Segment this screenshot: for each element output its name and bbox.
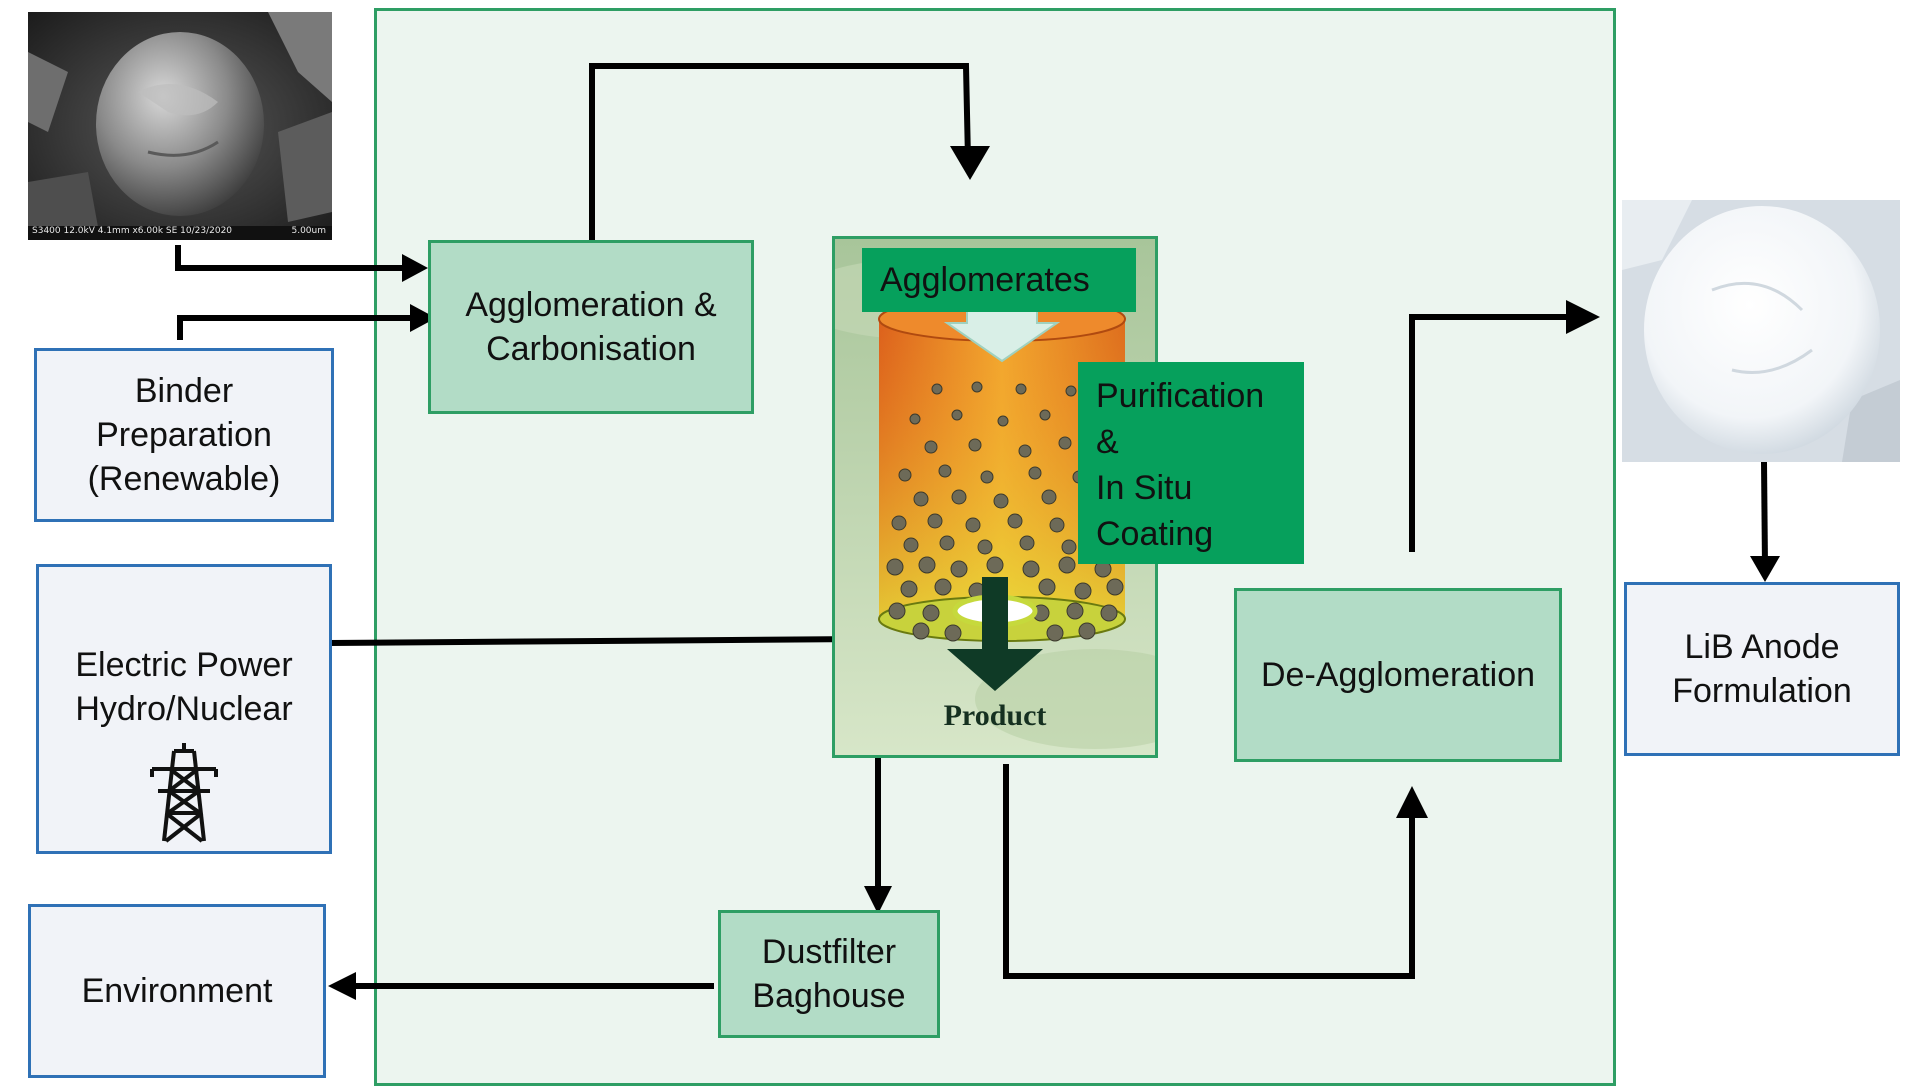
lib-label-line-1: LiB Anode [1684, 627, 1840, 666]
sem-caption: S3400 12.0kV 4.1mm x6.00k SE 10/23/2020 [32, 226, 233, 236]
purification-coating-label: Purification & In Situ Coating [1078, 362, 1304, 564]
dustfilter-line-1: Dustfilter [761, 932, 897, 971]
binder-preparation-box: Binder Preparation (Renewable) [34, 348, 334, 522]
agglomeration-label-line-2: Carbonisation [486, 330, 696, 368]
arrow-reactor-to-deagglomeration [1003, 764, 1415, 979]
binder-label-line-2: Preparation [96, 415, 272, 454]
lib-anode-formulation-box: LiB Anode Formulation [1624, 582, 1900, 756]
arrow-binder-to-agglomeration [177, 315, 420, 340]
power-label-line-2: Hydro/Nuclear [75, 690, 293, 729]
environment-box: Environment [28, 904, 326, 1078]
sem-image-raw-material: S3400 12.0kV 4.1mm x6.00k SE 10/23/2020 … [28, 12, 332, 240]
dustfilter-baghouse-box: Dustfilter Baghouse [718, 910, 940, 1038]
agglomerates-label: Agglomerates [862, 248, 1136, 312]
binder-label-line-1: Binder [134, 371, 234, 410]
agglomeration-label-line-1: Agglomeration & [465, 285, 717, 324]
purification-line-1: Purification [1096, 377, 1265, 415]
sem-image-coated-particle [1622, 200, 1900, 462]
binder-label-line-3: (Renewable) [87, 460, 281, 499]
dustfilter-line-2: Baghouse [752, 977, 906, 1015]
sem-scale-label: 5.00um [291, 226, 326, 236]
deagglomeration-label: De-Agglomeration [1260, 655, 1536, 694]
lib-label-line-2: Formulation [1672, 672, 1852, 710]
purification-line-4: Coating [1096, 514, 1214, 553]
arrow-sem-to-agglomeration [175, 245, 412, 271]
arrow-particle-to-lib [1761, 461, 1768, 567]
agglomeration-carbonisation-box: Agglomeration & Carbonisation [428, 240, 754, 414]
power-tower-icon [150, 743, 218, 843]
arrow-deagglomeration-to-output [1409, 314, 1582, 552]
arrow-agglomeration-to-reactor [589, 63, 971, 240]
reactor-product-label: Product [943, 699, 1047, 732]
purification-line-2: & [1096, 422, 1119, 461]
arrow-power-to-reactor [329, 636, 865, 646]
purification-line-3: In Situ [1096, 468, 1193, 507]
deagglomeration-box: De-Agglomeration [1234, 588, 1562, 762]
environment-label: Environment [81, 971, 273, 1010]
electric-power-box: Electric Power Hydro/Nuclear [36, 564, 332, 854]
power-label-line-1: Electric Power [75, 646, 293, 684]
